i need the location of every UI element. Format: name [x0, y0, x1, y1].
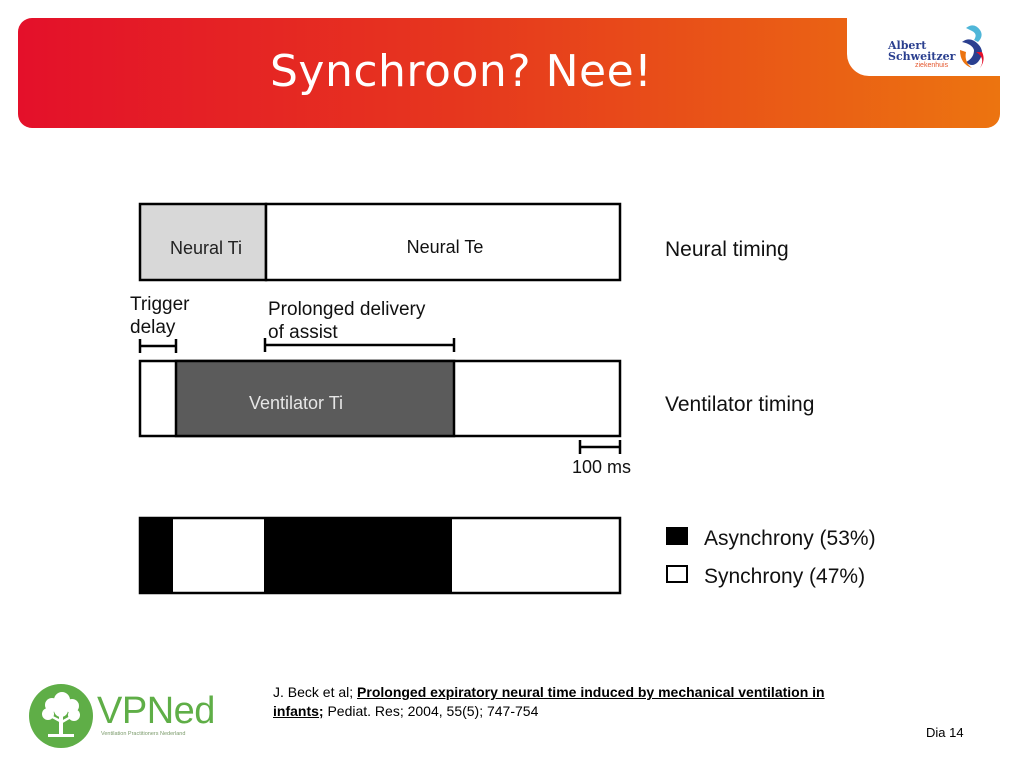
neural-ti-segment	[138, 202, 268, 282]
neural-ti-label: Neural Ti	[170, 238, 242, 258]
prolonged-delivery-label-line2: of assist	[268, 322, 338, 343]
scale-bar	[578, 440, 622, 454]
trigger-delay-label-line2: delay	[130, 317, 176, 338]
hospital-subtitle: ziekenhuis	[915, 62, 949, 69]
citation-journal: Pediat. Res; 2004, 55(5); 747-754	[323, 703, 539, 719]
legend-asynchrony-label: Asynchrony (53%)	[704, 527, 876, 550]
ventilator-ti-segment	[174, 359, 456, 438]
prolonged-delivery-bracket	[263, 338, 456, 352]
citation-authors: J. Beck et al;	[273, 684, 358, 700]
hospital-logo-text: Albert Schweitzer	[888, 40, 955, 62]
ventilator-ti-label: Ventilator Ti	[249, 393, 343, 413]
neural-timing-label: Neural timing	[665, 238, 789, 261]
vpned-tagline: Ventilation Practitioners Nederland	[101, 731, 186, 737]
vpned-logo-text: VPNed	[97, 690, 215, 732]
legend-synchrony-label: Synchrony (47%)	[704, 565, 865, 588]
asynchrony-segment-prolonged	[264, 518, 452, 593]
prolonged-delivery-label-line1: Prolonged delivery	[268, 299, 426, 320]
slide-number: Dia 14	[926, 725, 964, 740]
legend-synchrony-swatch	[666, 565, 688, 583]
synchrony-diagram: Neural Ti Neural Te Neural timing Trigge…	[130, 202, 876, 595]
scale-label: 100 ms	[572, 457, 631, 477]
legend-asynchrony-swatch	[666, 527, 688, 545]
neural-te-label: Neural Te	[407, 237, 484, 257]
asynchrony-segment-trigger	[140, 518, 173, 593]
ventilator-timing-label: Ventilator timing	[665, 393, 814, 416]
citation: J. Beck et al; Prolonged expiratory neur…	[273, 683, 833, 721]
trigger-delay-bracket	[138, 339, 178, 353]
trigger-delay-label-line1: Trigger	[130, 294, 190, 315]
hospital-name-line2: Schweitzer	[888, 50, 956, 63]
albert-schweitzer-emblem-icon	[960, 25, 984, 68]
slide-title: Synchroon? Nee!	[270, 46, 653, 97]
hospital-name-line1: Albert	[888, 39, 927, 52]
neural-te-segment	[264, 202, 622, 282]
title-banner	[18, 18, 1000, 128]
tree-icon	[29, 684, 93, 748]
citation-title-link[interactable]: Prolonged expiratory neural time induced…	[273, 684, 825, 719]
